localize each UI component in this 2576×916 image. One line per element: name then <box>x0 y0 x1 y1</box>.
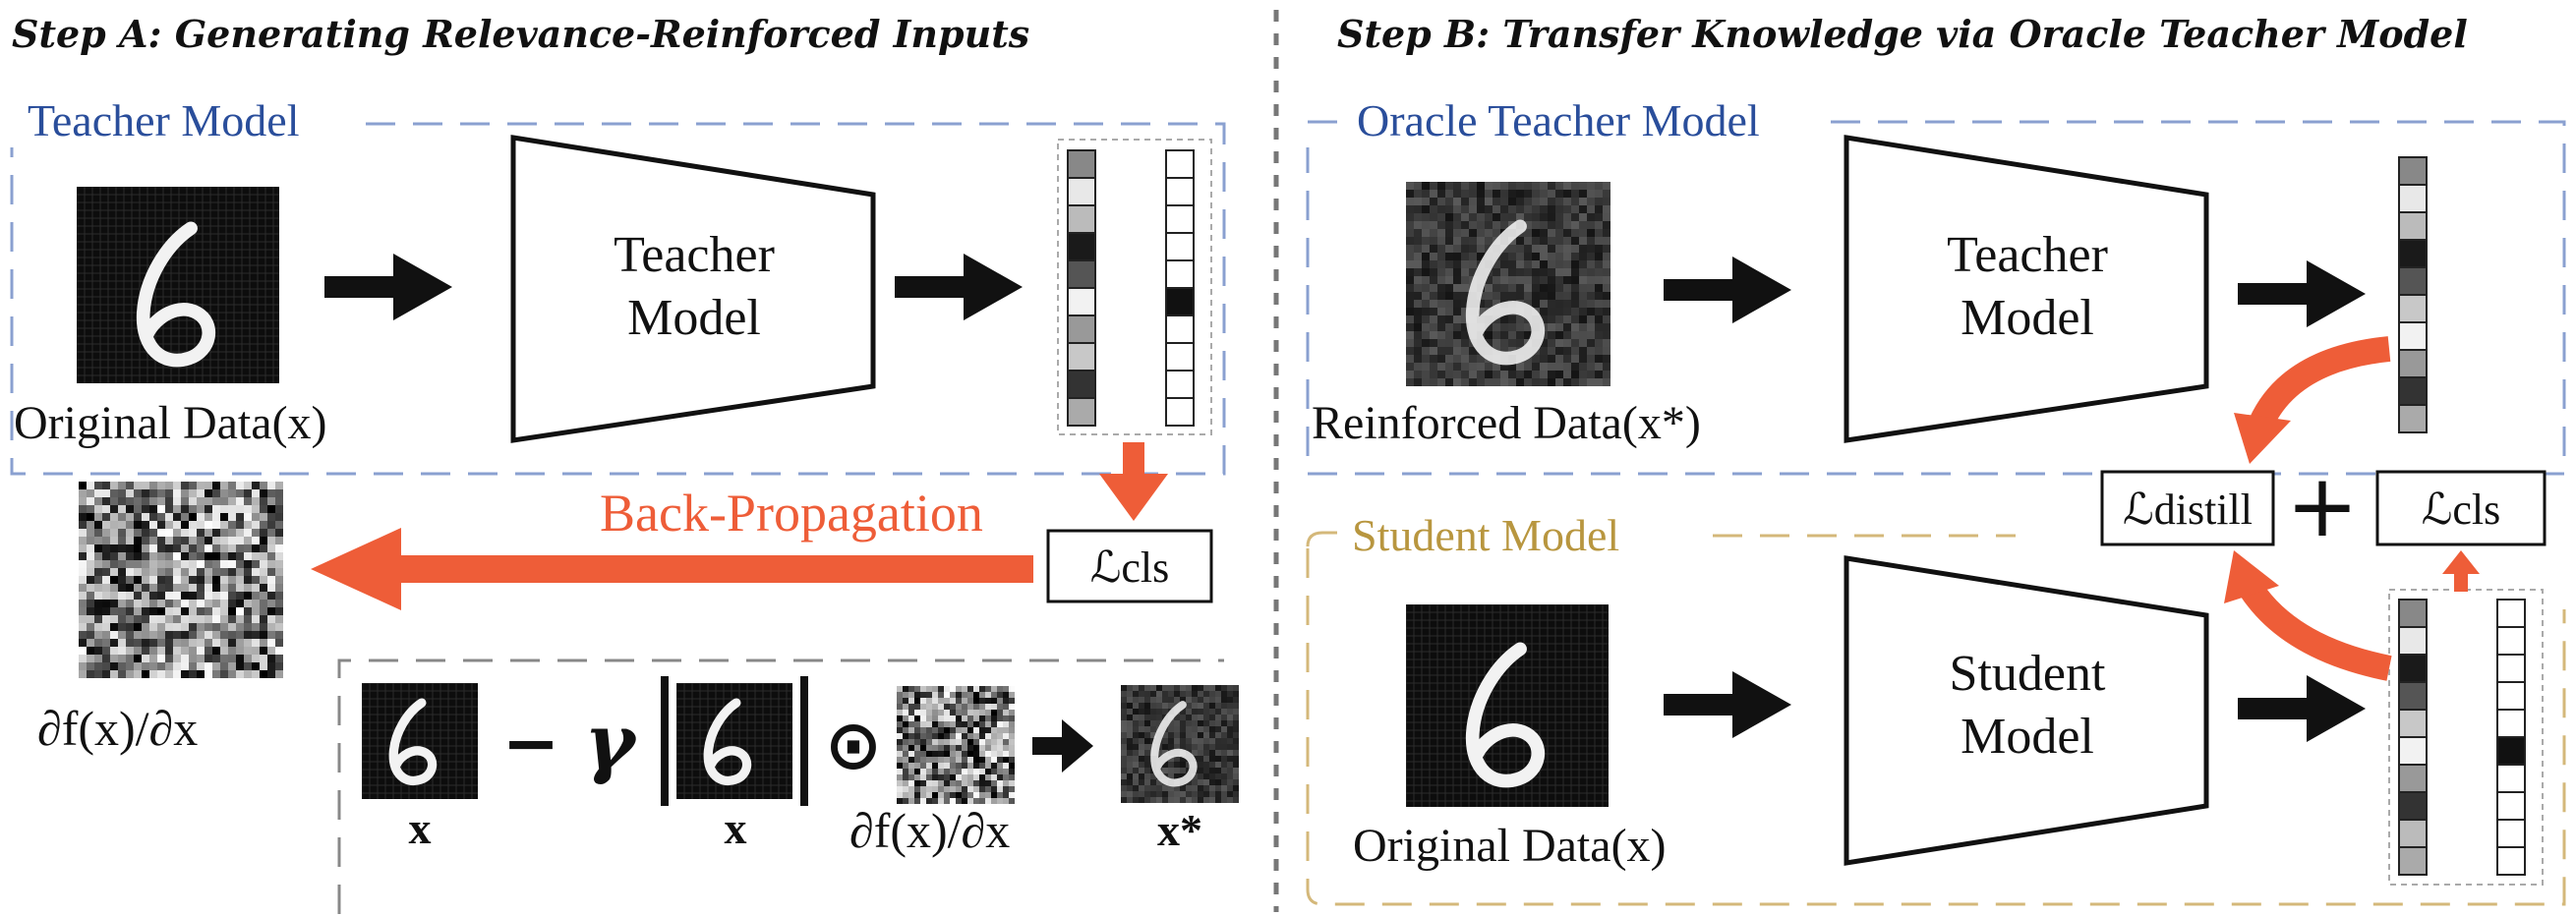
teacher-model-label-line2: Model <box>627 290 761 346</box>
student-model-block <box>1844 555 2209 866</box>
student-logit-vector <box>2398 599 2428 876</box>
arrow-output-to-loss <box>1099 442 1168 521</box>
oracle-teacher-label-line2: Model <box>1961 290 2094 346</box>
formula-reinforced-image <box>1121 685 1239 803</box>
formula-box <box>337 658 1224 914</box>
back-propagation-arrow <box>311 528 1033 610</box>
oracle-teacher-logit-vector <box>2398 156 2428 433</box>
arrow-teacher-to-output <box>895 254 1023 320</box>
reinforced-digit-image <box>1406 182 1610 386</box>
one-hot-label-vector <box>1165 149 1195 427</box>
formula-digit-x-abs <box>676 683 792 799</box>
loss-plus-sign: + <box>2286 455 2359 556</box>
oracle-teacher-section-label: Oracle Teacher Model <box>1357 95 1760 145</box>
formula-x-label: x <box>409 803 432 853</box>
classification-loss-label: ℒcls <box>1090 544 1170 592</box>
arrow-teacher-to-vector <box>2238 260 2366 327</box>
formula-gradient-image <box>897 686 1015 804</box>
gradient-noise-image <box>79 482 283 678</box>
gradient-caption: ∂f(x)/∂x <box>37 701 198 756</box>
classification-loss-box <box>1046 529 1213 603</box>
teacher-section-label: Teacher Model <box>28 95 299 145</box>
arrow-student-to-cls-loss <box>2442 550 2480 592</box>
teacher-model-label-line1: Teacher <box>614 227 775 283</box>
distill-loss-box <box>2100 470 2275 546</box>
formula-x-abs-label: x <box>725 803 747 853</box>
formula-hadamard: ⊙ <box>825 705 883 785</box>
formula-gamma: γ <box>584 698 638 787</box>
reinforced-data-caption: Reinforced Data(x*) <box>1312 397 1701 449</box>
teacher-section-box <box>10 122 1226 476</box>
student-one-hot-vector <box>2496 599 2526 876</box>
original-digit-image <box>77 187 279 383</box>
output-vectors-frame <box>1057 139 1212 435</box>
step-b-title: Step B: Transfer Knowledge via Oracle Te… <box>1337 12 2468 56</box>
student-input-digit-image <box>1406 604 1609 807</box>
student-cls-loss-box <box>2375 470 2547 546</box>
back-propagation-label: Back-Propagation <box>600 484 983 543</box>
formula-abs-right-bar <box>800 676 808 806</box>
original-data-caption: Original Data(x) <box>14 397 327 449</box>
student-section-box <box>1306 548 2566 906</box>
distill-loss-label: ℒdistill <box>2123 486 2253 534</box>
student-cls-loss-label: ℒcls <box>2422 486 2501 534</box>
arrow-input-to-teacher <box>324 254 452 320</box>
arrow-student-to-distill-loss <box>2224 550 2392 681</box>
formula-arrow <box>1032 719 1093 773</box>
formula-minus: − <box>502 703 560 783</box>
student-original-data-caption: Original Data(x) <box>1353 820 1667 872</box>
formula-abs-left-bar <box>661 676 669 806</box>
step-a-title: Step A: Generating Relevance-Reinforced … <box>12 12 1029 56</box>
formula-xstar-label: x* <box>1157 805 1202 855</box>
arrow-input-to-student <box>1664 671 1791 738</box>
arrow-reinforced-to-teacher <box>1664 257 1791 323</box>
student-model-label-line2: Model <box>1961 709 2094 765</box>
teacher-logit-vector <box>1067 149 1096 427</box>
arrow-teacher-to-distill-loss <box>2234 336 2391 464</box>
arrow-student-to-output <box>2238 675 2366 742</box>
student-box-corner <box>1306 531 1337 547</box>
teacher-model-block <box>510 135 876 443</box>
oracle-teacher-model-block <box>1844 135 2209 443</box>
student-model-label-line1: Student <box>1950 646 2106 702</box>
student-section-label: Student Model <box>1352 510 1619 560</box>
formula-gradient-caption: ∂f(x)/∂x <box>849 803 1010 858</box>
oracle-teacher-label-line1: Teacher <box>1947 227 2108 283</box>
formula-digit-x <box>362 683 478 799</box>
oracle-teacher-section-box <box>1306 120 2566 476</box>
